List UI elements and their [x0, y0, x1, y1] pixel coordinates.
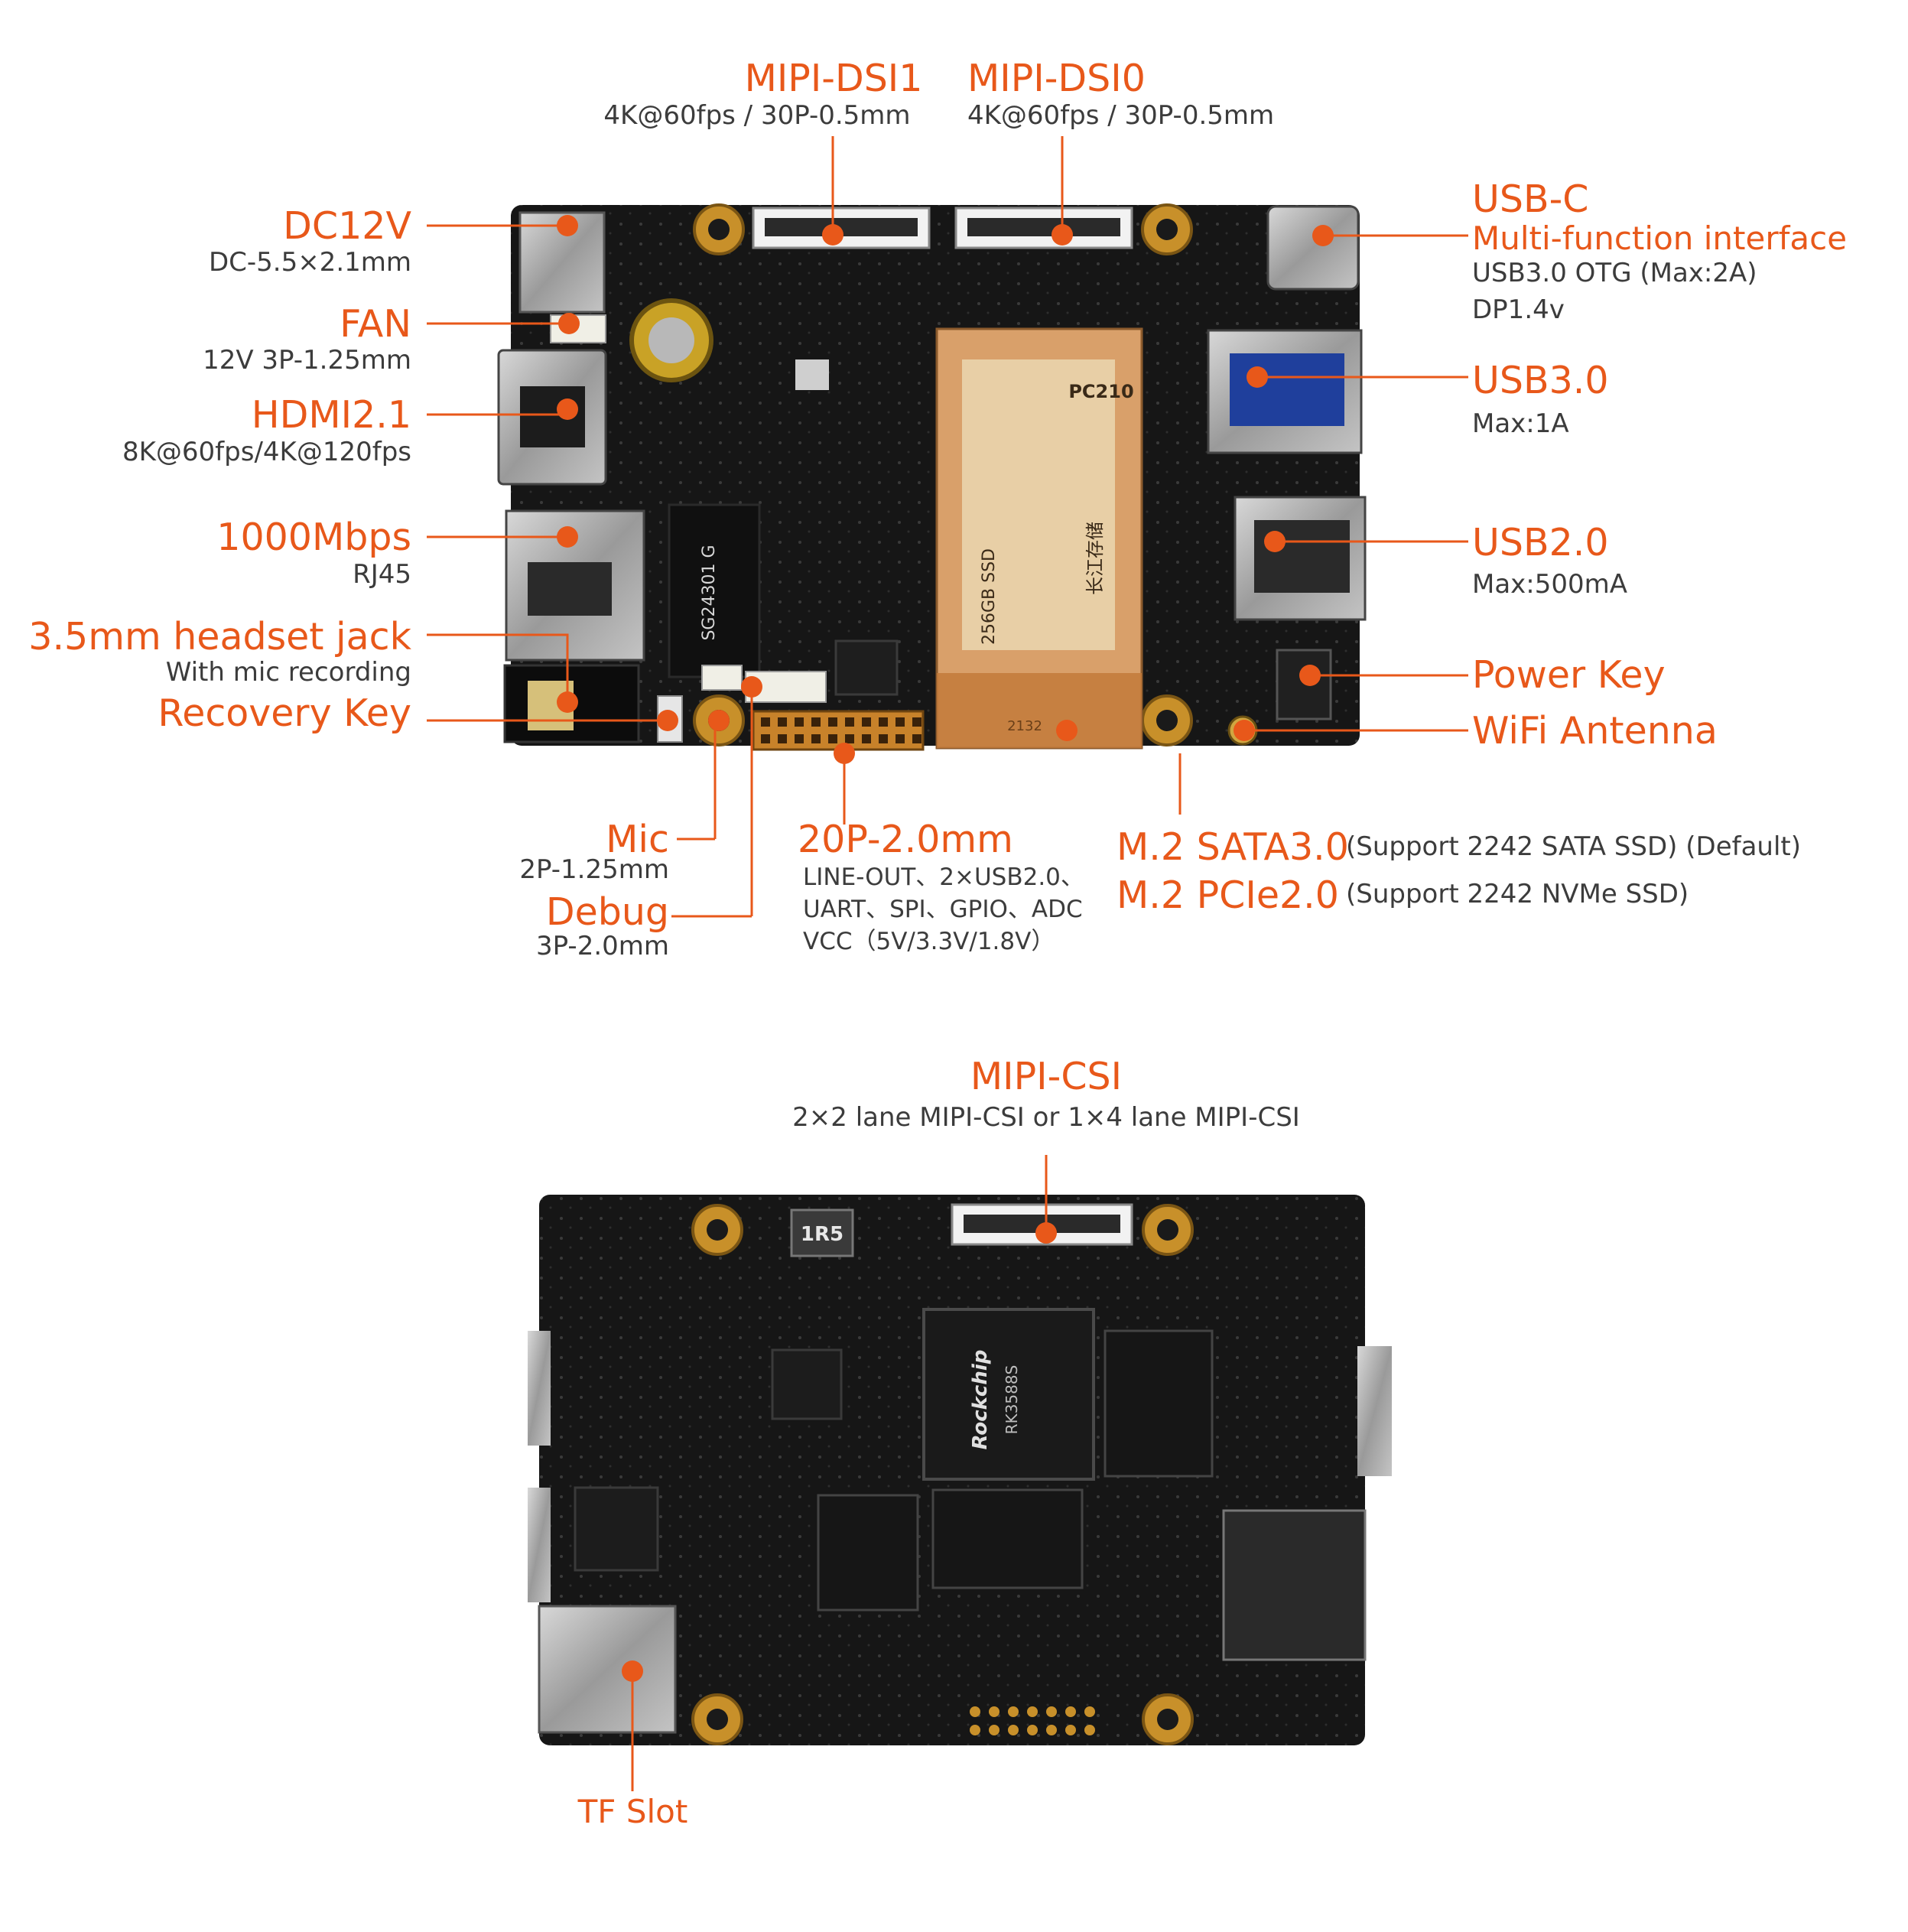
leader-lines-top [427, 136, 1468, 916]
ethernet-sub: RJ45 [353, 559, 411, 590]
header20p-title: 20P-2.0mm [798, 818, 1013, 861]
mic-sub: 2P-1.25mm [519, 854, 669, 885]
soc-model-mark: RK3588S [1003, 1365, 1021, 1435]
mipi-dsi0-title: MIPI-DSI0 [967, 57, 1146, 100]
headset-sub: With mic recording [165, 657, 411, 688]
soc-brand-mark: Rockchip [969, 1350, 992, 1450]
mipi-csi-sub: 2×2 lane MIPI-CSI or 1×4 lane MIPI-CSI [792, 1102, 1300, 1133]
bottom-board [528, 1155, 1392, 1791]
wifi-title: WiFi Antenna [1472, 709, 1718, 753]
usb3-sub: Max:1A [1472, 408, 1569, 439]
ssd-brand-mark: 长江存储 [1084, 522, 1106, 595]
hdmi-sub: 8K@60fps/4K@120fps [122, 437, 411, 467]
tf-slot-title: TF Slot [577, 1793, 688, 1830]
tf-slot [538, 1605, 677, 1734]
dc12v-sub: DC-5.5×2.1mm [208, 247, 411, 278]
hdmi-title: HDMI2.1 [251, 393, 411, 437]
fan-sub: 12V 3P-1.25mm [203, 345, 411, 376]
m2-pcie-title: M.2 PCIe2.0 [1117, 873, 1339, 917]
m2-sata-title: M.2 SATA3.0 [1117, 825, 1349, 869]
power-key [1276, 649, 1332, 720]
mic-connector [701, 665, 743, 691]
headset-title: 3.5mm headset jack [28, 615, 411, 659]
usbc-sub2: DP1.4v [1472, 294, 1565, 325]
m2-pcie-sub: (Support 2242 NVMe SSD) [1346, 879, 1689, 909]
m2-sata-sub: (Support 2242 SATA SSD) (Default) [1346, 831, 1802, 862]
emmc-chip [817, 1494, 919, 1612]
leader-lines-bottom [631, 1155, 1048, 1791]
power-title: Power Key [1472, 653, 1666, 697]
soc-chip [922, 1308, 1095, 1481]
top-board [427, 136, 1468, 918]
gpio-header-20p [752, 710, 925, 751]
debug-title: Debug [545, 890, 669, 934]
ssd-capacity-mark: 256GB SSD [980, 548, 999, 645]
header20p-sub3: VCC（5V/3.3V/1.8V） [803, 928, 1055, 955]
ram-chip-1 [1104, 1329, 1214, 1478]
recovery-title: Recovery Key [158, 691, 411, 735]
debug-sub: 3P-2.0mm [536, 931, 669, 961]
fan-title: FAN [340, 302, 411, 346]
header20p-sub2: UART、SPI、GPIO、ADC [803, 896, 1083, 923]
usb2-title: USB2.0 [1472, 521, 1609, 564]
lan-transformer-mark: SG24301 G [700, 545, 719, 640]
usb3-title: USB3.0 [1472, 359, 1609, 402]
usbc-title: USB-C [1472, 177, 1589, 221]
usbc-sub1: USB3.0 OTG (Max:2A) [1472, 258, 1757, 288]
usbc-title2: Multi-function interface [1472, 220, 1848, 257]
usb2-sub: Max:500mA [1472, 569, 1628, 600]
lan-transformer [668, 503, 761, 678]
mipi-dsi0-sub: 4K@60fps / 30P-0.5mm [967, 100, 1275, 131]
usb-c-port [1266, 205, 1360, 291]
ethernet-title: 1000Mbps [216, 516, 411, 559]
dc12v-title: DC12V [283, 204, 411, 248]
mic-title: Mic [606, 818, 669, 861]
header20p-sub1: LINE-OUT、2×USB2.0、 [803, 864, 1084, 891]
inductor [790, 1208, 854, 1257]
ram-chip-2 [931, 1488, 1084, 1589]
ssd-model-mark: PC210 [1068, 381, 1133, 402]
mipi-csi-title: MIPI-CSI [970, 1055, 1123, 1098]
ssd-code-mark: 2132 [1007, 718, 1042, 734]
mipi-dsi1-title: MIPI-DSI1 [744, 57, 923, 100]
inductor-mark: 1R5 [801, 1223, 843, 1246]
mipi-dsi1-sub: 4K@60fps / 30P-0.5mm [603, 100, 911, 131]
